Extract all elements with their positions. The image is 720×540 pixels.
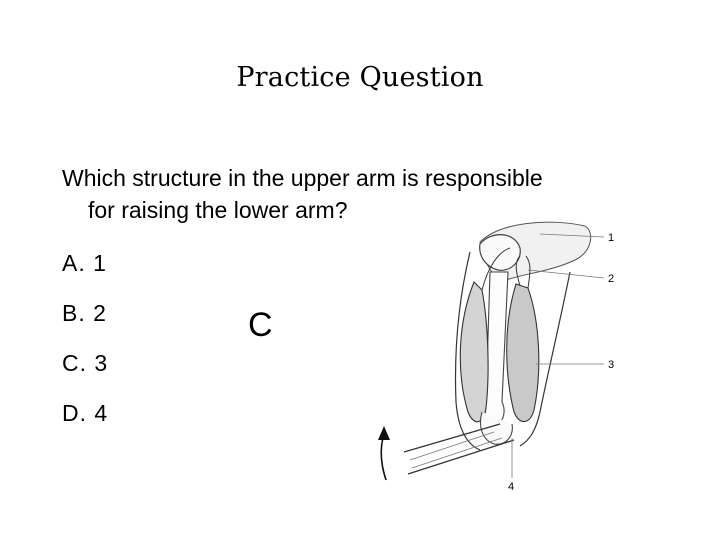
motion-arrow (380, 433, 387, 481)
label-1: 1 (608, 232, 614, 244)
motion-arrowhead (378, 426, 390, 440)
question-line-1: Which structure in the upper arm is resp… (62, 165, 543, 191)
elbow-joint (479, 411, 513, 445)
triceps-muscle (459, 281, 489, 423)
forearm-lower (407, 439, 515, 475)
arm-muscle-diagram: 1 2 3 4 (378, 221, 614, 493)
humerus-bone (484, 271, 509, 426)
answer-text: C (248, 306, 273, 344)
upper-arm-outline (454, 251, 481, 451)
tendon-2 (515, 255, 531, 289)
forearm-upper (403, 423, 501, 453)
option-a[interactable]: A. 1 (62, 250, 107, 276)
tendon-1 (481, 247, 511, 291)
leader-line-1 (539, 233, 605, 238)
leader-line-2 (527, 269, 605, 279)
forearm-bone (409, 431, 503, 469)
option-d[interactable]: D. 4 (62, 400, 109, 426)
slide-title: Practice Question (236, 62, 484, 93)
humerus-head (479, 234, 521, 271)
option-b[interactable]: B. 2 (62, 300, 107, 326)
question-text: Which structure in the upper arm is resp… (62, 162, 682, 226)
biceps-muscle (506, 283, 540, 423)
label-4: 4 (508, 481, 514, 493)
label-2: 2 (608, 273, 614, 285)
option-c[interactable]: C. 3 (62, 350, 109, 376)
label-3: 3 (608, 359, 614, 371)
question-line-2: for raising the lower arm? (88, 197, 348, 223)
upper-arm-outline-back (519, 271, 571, 447)
